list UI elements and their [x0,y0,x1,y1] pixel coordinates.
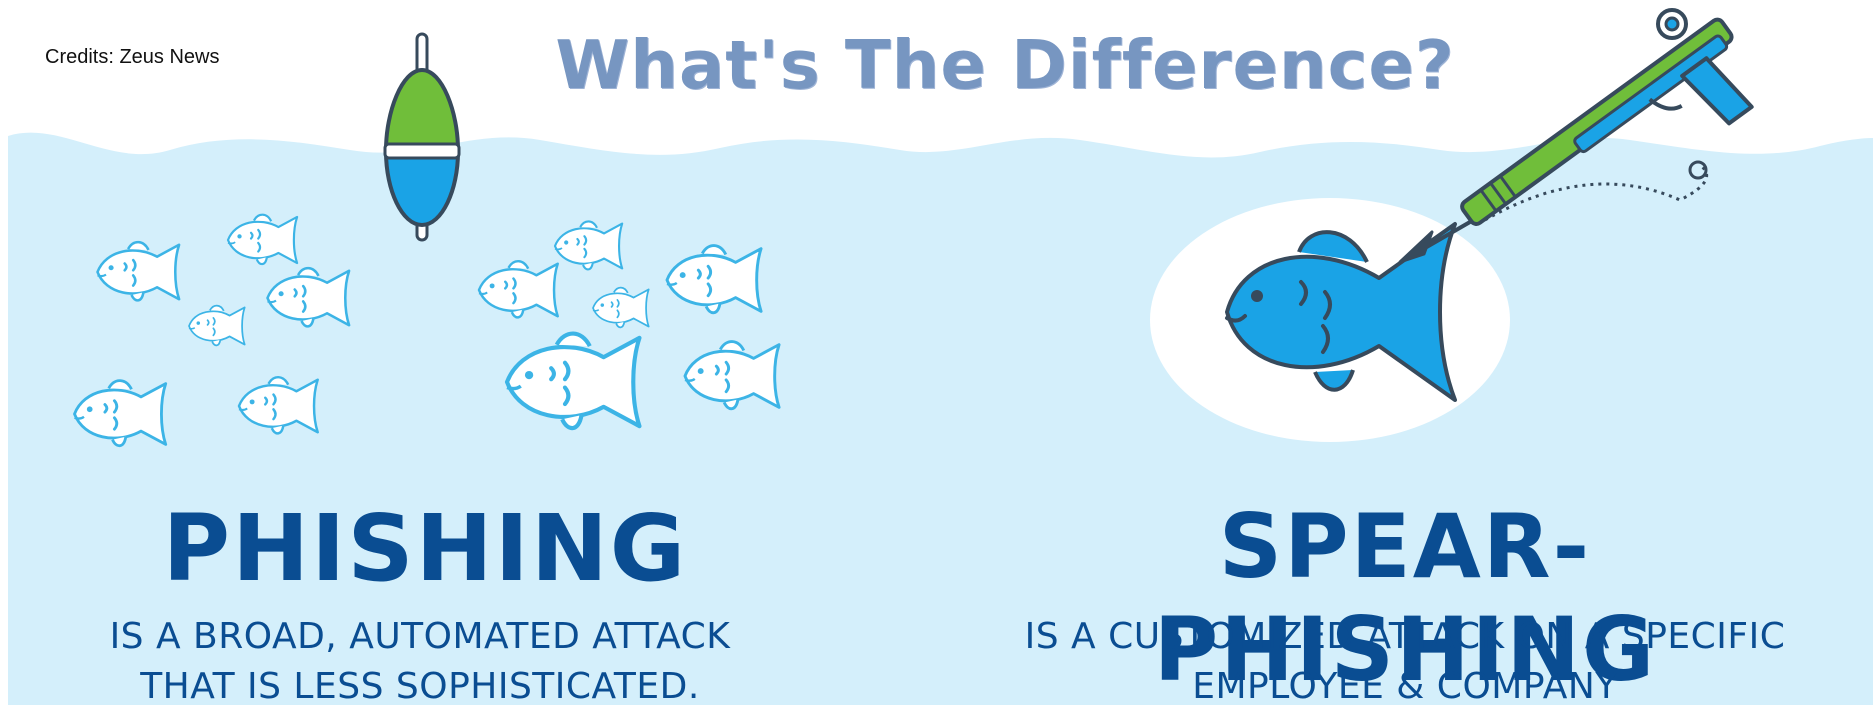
spear-phishing-description: IS A CUSTOMIZED ATTACK ON A SPECIFIC EMP… [960,612,1850,712]
spear-phishing-heading: SPEAR-PHISHING [1153,495,1657,701]
speargun-icon [1398,8,1754,264]
spear-phishing-description-line: EMPLOYEE & COMPANY [1192,666,1618,707]
fishing-bobber-icon [383,32,461,242]
phishing-description: IS A BROAD, AUTOMATED ATTACK THAT IS LES… [60,612,780,712]
credits-text: Credits: Zeus News [45,46,220,68]
phishing-description-line: IS A BROAD, AUTOMATED ATTACK [109,616,731,657]
page-title: What's The Difference? [555,26,1455,104]
target-fish-icon [1225,222,1457,402]
phishing-description-line: THAT IS LESS SOPHISTICATED. [140,666,700,707]
phishing-heading: PHISHING [162,495,688,602]
spear-phishing-description-line: IS A CUSTOMIZED ATTACK ON A SPECIFIC [1024,616,1786,657]
